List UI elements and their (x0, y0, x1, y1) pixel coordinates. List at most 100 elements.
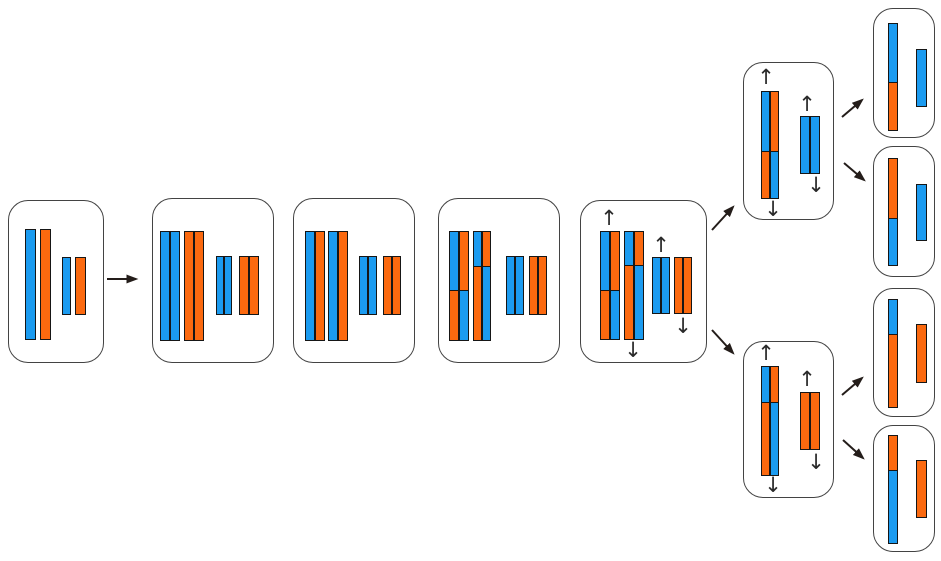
chromatid-segment-orange (393, 257, 400, 314)
chromatid-bar (600, 231, 610, 340)
chromatid-bar (888, 435, 898, 544)
arrow-to-gamete-3 (841, 376, 864, 396)
chromatid-segment-blue (635, 266, 643, 339)
chromatid-bar (383, 256, 392, 315)
chromatid-bar (800, 392, 810, 450)
up-arrow-icon: ↑ (798, 367, 816, 391)
chromatid-bar (170, 231, 180, 341)
chromatid-bar (459, 231, 469, 341)
chromatid-segment-orange (889, 159, 897, 220)
down-arrow-icon: ↓ (624, 338, 642, 362)
chromatid-segment-orange (185, 232, 193, 340)
chromatid-bar (473, 231, 482, 341)
chromatid-bar (674, 257, 683, 314)
down-arrow-icon: ↓ (807, 450, 825, 474)
cell-crossover (438, 198, 560, 363)
chromatid-segment-blue (889, 24, 897, 84)
chromatid-segment-orange (601, 290, 609, 339)
chromatid-segment-blue (917, 50, 926, 106)
chromatid-segment-orange (483, 232, 490, 267)
chromatid-segment-blue (483, 266, 490, 340)
up-arrow-icon: ↑ (652, 233, 670, 257)
chromatid-segment-blue (601, 232, 609, 291)
chromatid-segment-orange (889, 83, 897, 130)
arrow-to-gamete-2 (843, 162, 866, 182)
cell-metaphase-aligned: ↑↓↑↓ (580, 200, 707, 363)
chromatid-segment-orange (530, 257, 537, 314)
chromatid-segment-blue (306, 232, 314, 340)
chromatid-segment-orange (801, 393, 809, 449)
chromatid-segment-blue (762, 92, 769, 153)
gamete-4 (873, 425, 935, 552)
arrow-to-gamete-1 (841, 98, 864, 118)
chromatid-segment-orange (889, 335, 897, 407)
chromatid-bar (239, 256, 249, 315)
chromatid-segment-blue (217, 257, 223, 314)
chromatid-segment-blue (225, 257, 231, 314)
chromatid-segment-blue (161, 232, 169, 340)
chromatid-bar (338, 231, 348, 341)
chromatid-segment-orange (675, 258, 682, 313)
cell-meiosis1-bottom: ↑↓↑↓ (743, 341, 834, 498)
chromatid-segment-orange (474, 266, 481, 340)
chromatid-segment-orange (339, 232, 347, 340)
chromatid-segment-blue (329, 232, 337, 340)
chromatid-segment-orange (811, 393, 819, 449)
chromatid-bar (770, 91, 779, 199)
chromatid-segment-orange (762, 152, 769, 198)
chromatid-bar (449, 231, 459, 341)
chromatid-segment-blue (360, 257, 367, 314)
chromatid-segment-blue (474, 232, 481, 267)
up-arrow-icon: ↑ (757, 65, 775, 89)
arrow-to-meiosis1-top (711, 205, 735, 231)
gamete-2 (873, 146, 935, 277)
chromatid-bar (506, 256, 515, 315)
chromatid-segment-orange (460, 232, 468, 292)
chromatid-segment-blue (662, 258, 669, 313)
chromatid-bar (305, 231, 315, 341)
chromatid-segment-orange (917, 325, 926, 382)
chromatid-bar (75, 257, 86, 315)
chromatid-segment-orange (41, 230, 50, 339)
chromatid-bar (810, 392, 820, 450)
chromatid-bar (160, 231, 170, 341)
chromatid-segment-orange (611, 232, 619, 291)
chromatid-bar (888, 158, 898, 266)
chromatid-segment-orange (539, 257, 546, 314)
chromatid-bar (315, 231, 325, 341)
chromatid-bar (770, 366, 779, 476)
chromatid-bar (184, 231, 194, 341)
chromatid-segment-blue (625, 232, 633, 267)
chromatid-segment-orange (684, 258, 691, 313)
chromatid-bar (62, 257, 71, 315)
up-arrow-icon: ↑ (798, 92, 816, 116)
chromatid-segment-blue (516, 257, 523, 314)
chromatid-segment-orange (250, 257, 258, 314)
chromatid-bar (194, 231, 204, 341)
chromatid-bar (359, 256, 368, 315)
chromatid-bar (328, 231, 338, 341)
chromatid-segment-blue (917, 185, 926, 240)
chromatid-segment-blue (889, 471, 897, 543)
chromatid-segment-blue (889, 300, 897, 336)
chromatid-bar (800, 116, 810, 174)
chromatid-segment-orange (625, 266, 633, 339)
chromatid-segment-orange (771, 92, 778, 153)
chromatid-bar (40, 229, 51, 340)
chromatid-bar (368, 256, 377, 315)
cell-parent (8, 200, 104, 363)
chromatid-segment-orange (316, 232, 324, 340)
chromatid-segment-blue (63, 258, 70, 314)
chromatid-bar (916, 49, 927, 107)
chromatid-segment-blue (507, 257, 514, 314)
chromatid-segment-blue (801, 117, 809, 173)
chromatid-segment-orange (771, 367, 778, 403)
arrow-to-gamete-4 (842, 439, 865, 460)
chromatid-bar (224, 256, 232, 315)
gamete-1 (873, 8, 935, 138)
chromatid-segment-blue (811, 117, 819, 173)
chromatid-bar (529, 256, 538, 315)
chromatid-segment-blue (369, 257, 376, 314)
cell-replicated (152, 198, 274, 363)
chromatid-bar (888, 23, 898, 131)
